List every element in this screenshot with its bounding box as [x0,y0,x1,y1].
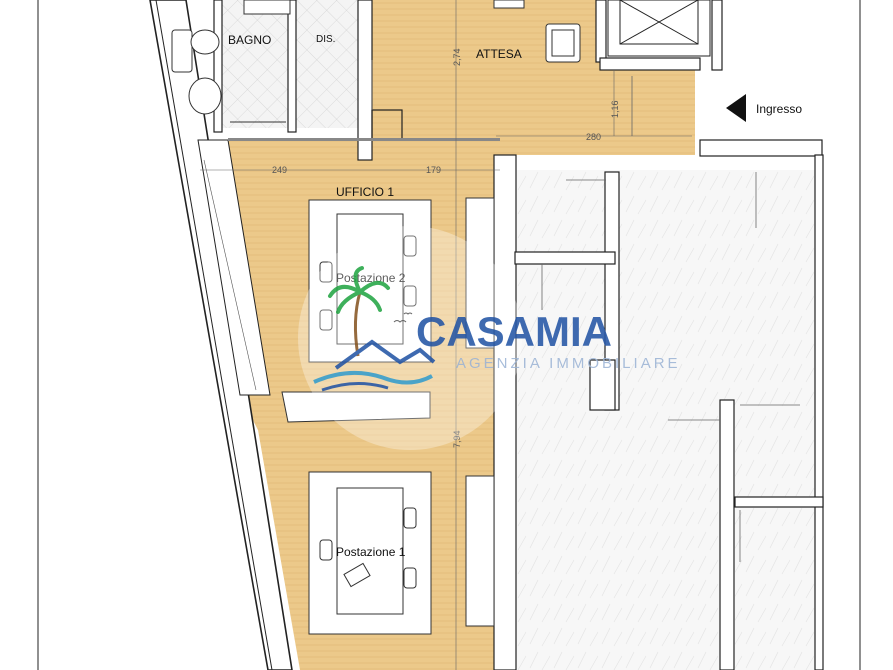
room-label-ufficio: UFFICIO 1 [336,185,394,199]
waiting-chairs [493,0,581,63]
bathroom-tiles [220,0,360,128]
desk-postazione-2 [308,199,432,363]
wave-icon [313,370,433,392]
elevator [607,0,711,57]
dim-label-179: 179 [426,165,441,175]
bathroom-fixtures [171,0,291,123]
left-wall [149,0,293,670]
desk-postazione-1 [308,471,432,635]
walls [213,0,824,670]
dim-label-280: 280 [586,132,601,142]
entrance-arrow-icon [726,94,746,122]
room-label-dis: DIS. [316,34,335,45]
entrance: Ingresso [726,94,802,122]
entrance-label: Ingresso [756,102,802,116]
doors [371,60,800,562]
dim-label-249: 249 [272,165,287,175]
brand-tagline: AGENZIA IMMOBILIARE [456,355,681,372]
brand-name: CASAMIA [416,308,612,355]
house-roof-icon [334,339,436,370]
birds-icon [393,312,413,323]
dim-label-116: 1,16 [610,100,620,118]
room-label-attesa: ATTESA [476,47,522,61]
cabinets [281,197,495,627]
room-label-bagno: BAGNO [228,33,271,47]
adjacent-units [500,170,823,670]
palm-tree-icon [328,266,390,357]
casamia-logo: CASAMIA AGENZIA IMMOBILIARE [298,226,681,450]
room-label-postazione-2: Postazione 2 [336,271,406,285]
dim-label-274: 2,74 [452,48,462,66]
dim-label-794: 7,94 [452,430,462,448]
page-frame [37,0,861,670]
room-label-postazione-1: Postazione 1 [336,545,406,559]
dimension-lines [200,0,692,670]
